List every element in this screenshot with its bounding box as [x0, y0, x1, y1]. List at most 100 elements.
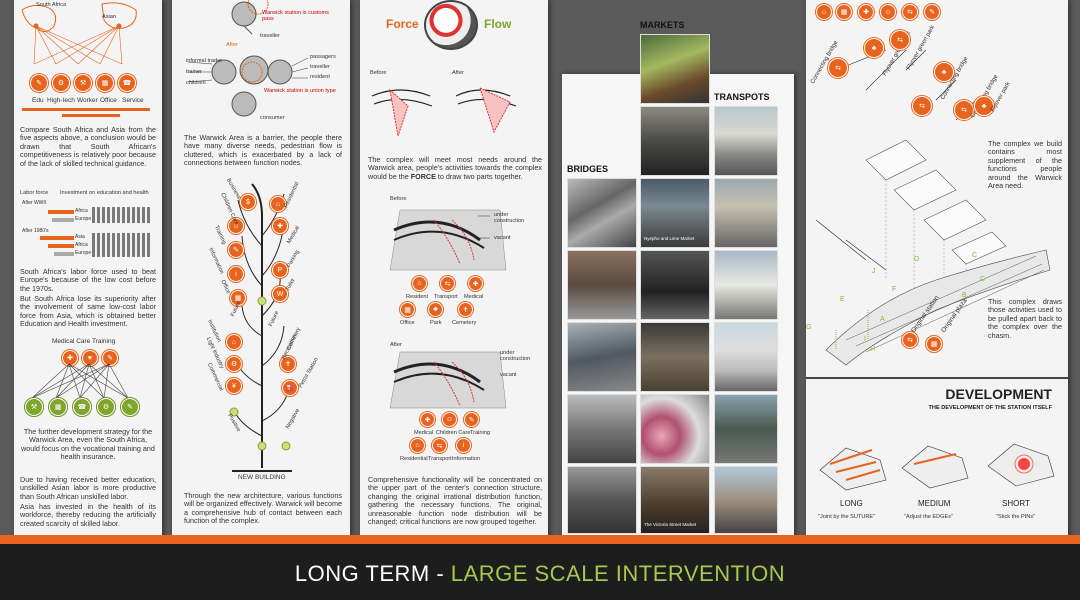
panel-warwick-functions: Warwick station is customs pass travelle…: [172, 0, 350, 538]
title-flow: Flow: [484, 17, 512, 31]
label-after: After: [452, 70, 464, 76]
photo-bridge-4: [567, 394, 637, 464]
plaza-icon: ▦: [926, 336, 942, 352]
footer-title-part1: LONG TERM -: [294, 561, 451, 586]
transport-after-icon: ⇆: [432, 438, 447, 453]
marker-d: D: [914, 256, 920, 263]
label-station-custom: Warwick station is customs pass: [262, 10, 329, 22]
medical-icon: ✚: [62, 350, 78, 366]
paragraph-labor-1: South Africa's labor force used to beat …: [20, 267, 156, 293]
children-care-after-icon: ☺: [442, 412, 457, 427]
people-icons-2: [92, 233, 150, 257]
force-flow-photo: [424, 0, 478, 50]
marker-f: F: [892, 286, 897, 293]
photo-bridge-3: [567, 322, 637, 392]
marker-h: H: [870, 346, 876, 353]
photo-market-2: [640, 106, 710, 176]
commercial-icon: ¥: [226, 378, 242, 394]
photo-bridge-5: [567, 466, 637, 534]
worker-green-icon-5: ✎: [121, 398, 139, 416]
people-icons-1: [92, 207, 150, 223]
force-text-pre: The complex will meet most needs around …: [368, 155, 542, 181]
medical-after-icon: ✚: [420, 412, 435, 427]
photo-transport-6: [714, 466, 778, 534]
business-icon: $: [240, 194, 256, 210]
paragraph-barrier: The Warwick Area is a barrier, the peopl…: [184, 133, 342, 168]
function-tree-diagram: [229, 183, 293, 468]
development-divider: [806, 377, 1068, 379]
institution-icon: ⌂: [226, 334, 242, 350]
flyover-park-icon: ♣: [974, 96, 994, 116]
marker-b: B: [962, 292, 967, 299]
photo-market-5: [640, 322, 710, 392]
station-icon: ⇆: [902, 332, 918, 348]
education-icon: ✎: [30, 74, 48, 92]
label-trainer: trainer: [186, 69, 202, 75]
cemetery-icon: ✝: [280, 356, 296, 372]
label-passagers: passagers: [310, 54, 336, 60]
paragraph-complex-supplement: The complex we build contains most suppl…: [988, 139, 1062, 191]
photo-bridge-2: [567, 250, 637, 320]
paragraph-asian-labor: Due to having received better education,…: [20, 475, 156, 501]
label-asia: Asia: [75, 234, 85, 240]
photo-transport-1: [714, 106, 778, 176]
caption-nyepho-market: Nyepho and Lime Market: [644, 236, 695, 241]
worker-green-icon-2: ▦: [49, 398, 67, 416]
label-europe-1: Europe: [75, 216, 92, 222]
toilet-icon: W: [272, 286, 288, 302]
footer-accent-stripe: [0, 535, 1080, 544]
residential-after-icon: ⌂: [410, 438, 425, 453]
marker-j: J: [872, 268, 876, 275]
high-tech-icon: ⚙: [52, 74, 70, 92]
new-building-label: NEW BUILDING: [238, 474, 286, 481]
light-industry-icon: ⚙: [226, 356, 242, 372]
photo-transport-4: [714, 322, 778, 392]
parking-icon: P: [272, 262, 288, 278]
label-park: Park: [430, 320, 442, 326]
marker-i: I: [864, 336, 866, 343]
label-resident: Resident: [406, 294, 429, 300]
label-before-2: Before: [390, 196, 407, 202]
label-residential-2: Residential: [400, 456, 428, 462]
force-text-bold: FORCE: [410, 171, 436, 181]
label-informal-trader: informal trader: [186, 58, 223, 64]
label-transport-2: Transport: [428, 456, 452, 462]
function-icon-5: ⇆: [902, 4, 918, 20]
connecting-bridge-icon-3: ⇆: [912, 96, 932, 116]
stage-long-quote: "Joint by the SUTURE": [818, 514, 876, 520]
stage-long: LONG: [840, 499, 863, 508]
paragraph-labor-2: But South Africa lose its superiority af…: [20, 294, 156, 329]
label-after-ww2: After WWII: [22, 200, 47, 206]
caption-victoria-market: The Victoria Street Market: [644, 522, 697, 527]
photo-market-7: [640, 466, 710, 534]
service-icon: ☎: [118, 74, 136, 92]
medical-map-icon: ✚: [468, 276, 483, 291]
worker-green-icon-4: ⚙: [97, 398, 115, 416]
photo-transport-2: [714, 178, 778, 248]
paragraph-new-architecture: Through the new architecture, various fu…: [184, 491, 342, 526]
photo-transport-5: [714, 394, 778, 464]
bar-africa-ww2: [48, 210, 74, 214]
label-after-2: After: [390, 342, 402, 348]
exploded-axonometric-diagram: [815, 49, 1051, 366]
label-vacant-2: vacant: [500, 372, 517, 378]
stage-medium-quote: "Adjust the EDGEs": [904, 514, 954, 520]
label-after-1980: After 1980's: [22, 228, 49, 234]
photo-transport-3: [714, 250, 778, 320]
worker-green-icon-1: ⚒: [25, 398, 43, 416]
function-icon-3: ✚: [858, 4, 874, 20]
paragraph-force: The complex will meet most needs around …: [368, 155, 542, 181]
medical-tree-icon: ✚: [272, 218, 288, 234]
marker-c2: C: [980, 276, 986, 283]
paragraph-draws-activities: This complex draws those activities used…: [988, 297, 1062, 340]
footer-title: LONG TERM - LARGE SCALE INTERVENTION: [0, 561, 1080, 587]
connecting-bridge-icon-4: ⇆: [954, 100, 974, 120]
label-training-2: Training: [470, 430, 491, 436]
panel-labor-analysis: South Africa Asian ✎ ⚙ ⚒ ▦ ☎ Edu High-te…: [14, 0, 162, 538]
label-children: children: [186, 80, 206, 86]
training-tree-icon: ✎: [228, 242, 244, 258]
world-map-diagram: [21, 2, 137, 65]
label-traveller-2: traveller: [310, 64, 330, 70]
footer-bar: LONG TERM - LARGE SCALE INTERVENTION: [0, 535, 1080, 600]
paragraph-strategy: The further development strategy for the…: [21, 427, 155, 462]
